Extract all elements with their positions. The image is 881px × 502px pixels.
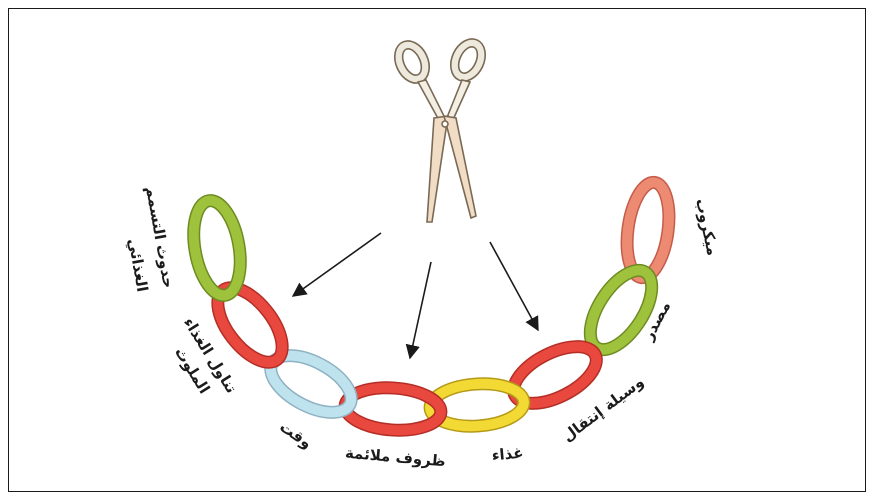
arrows (293, 233, 538, 358)
label-food: غذاء (491, 444, 524, 465)
arrow-middle (410, 262, 431, 358)
chain-link-poisoning (187, 197, 247, 299)
arrow-right (490, 242, 538, 330)
scissors-icon (388, 33, 492, 222)
label-time: وقت (276, 417, 315, 452)
label-conditions: ظروف ملائمة (344, 444, 446, 471)
label-microbe: ميكروب (692, 197, 722, 257)
label-poisoning-line2: الغذائي (124, 237, 151, 293)
chain-link-microbe (622, 180, 675, 281)
arrow-left (293, 233, 381, 296)
